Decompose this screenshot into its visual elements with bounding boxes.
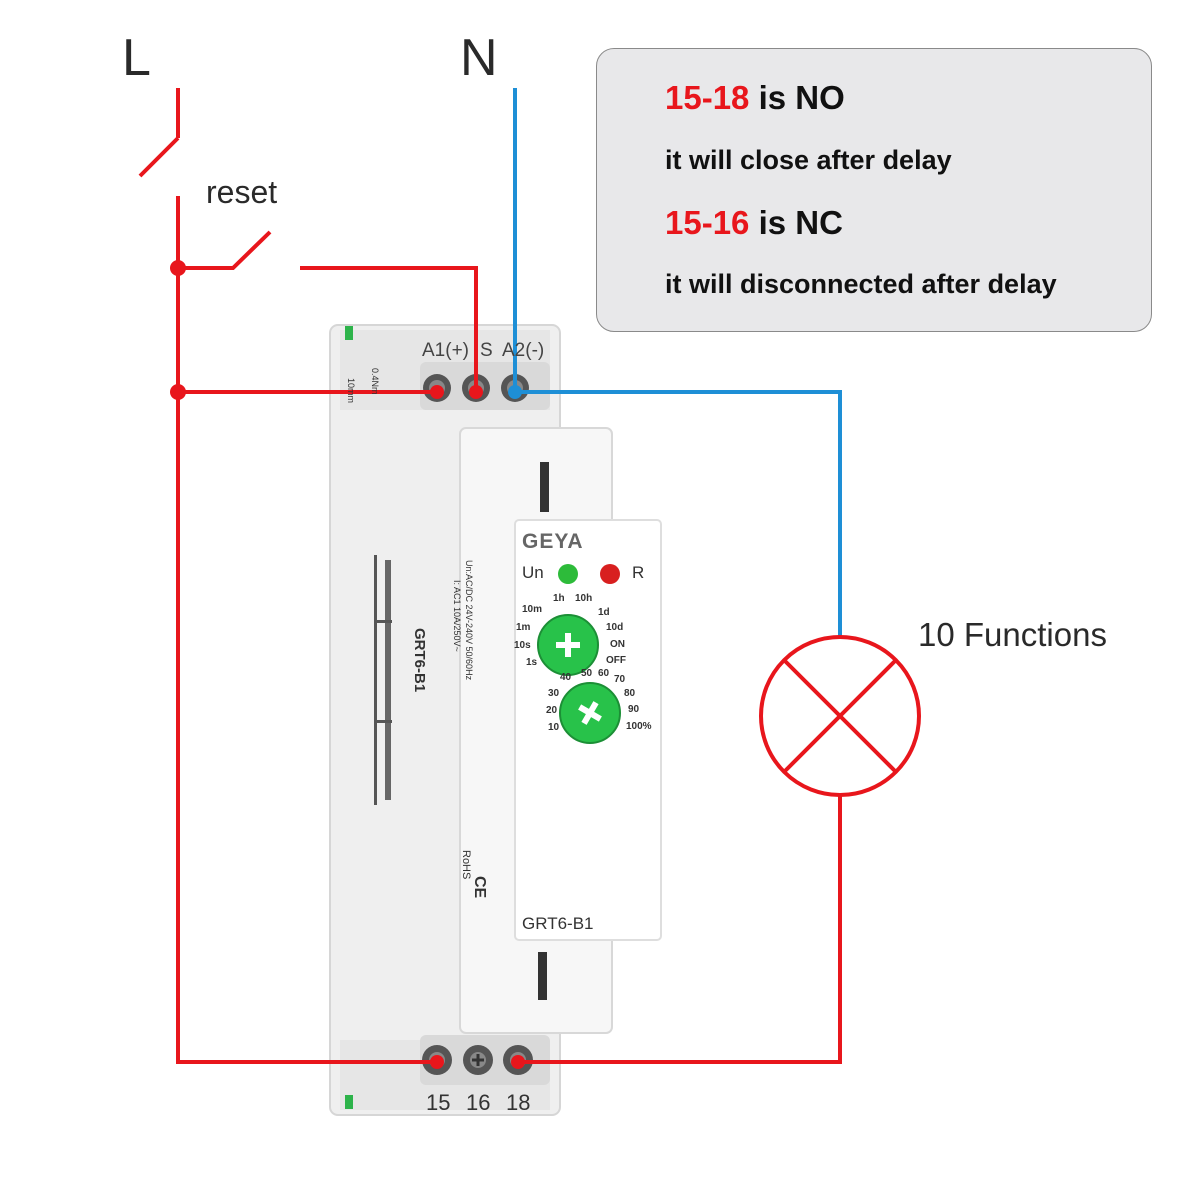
neutral-label: N — [460, 29, 498, 87]
terminal-16-label: 16 — [466, 1090, 491, 1115]
info-line-no-desc: it will close after delay — [665, 145, 952, 175]
percent-dial-40: 40 — [560, 672, 572, 683]
time-dial-10d: 10d — [606, 622, 624, 633]
no-contact-text: is NO — [749, 79, 845, 116]
time-dial-10m: 10m — [522, 604, 543, 615]
time-dial-on: ON — [610, 639, 625, 650]
percent-dial-90: 90 — [628, 704, 640, 715]
side-spec-voltage: Un:AC/DC 24V-240V 50/60Hz — [464, 560, 474, 681]
junction-dots — [170, 260, 525, 1069]
terminal-15-label: 15 — [426, 1090, 451, 1115]
percent-dial-10: 10 — [548, 722, 560, 733]
percent-dial-20: 20 — [546, 705, 558, 716]
percent-knob — [559, 682, 621, 744]
lamp-icon — [759, 635, 921, 797]
neutral-junction-dot — [508, 385, 522, 399]
front-model-label: GRT6-B1 — [522, 914, 594, 933]
un-led-label: Un — [522, 563, 544, 582]
no-contact-number: 15-18 — [665, 79, 750, 116]
rohs-mark: RoHS — [460, 850, 472, 880]
live-wire — [176, 196, 842, 1064]
brand-logo: GEYA — [522, 530, 584, 553]
percent-dial-50: 50 — [581, 668, 593, 679]
terminal-s-label: S — [480, 340, 493, 361]
line-label: L — [122, 29, 151, 87]
percent-dial-100: 100% — [626, 721, 652, 732]
info-line-no: 15-18 is NO — [665, 79, 845, 117]
percent-dial-30: 30 — [548, 688, 560, 699]
percent-dial-60: 60 — [598, 668, 610, 679]
time-dial-1m: 1m — [516, 622, 531, 633]
ce-mark: CE — [471, 876, 488, 899]
terminal-a2-label: A2(-) — [502, 340, 545, 361]
side-wire-length: 10mm — [346, 378, 356, 404]
percent-dial-80: 80 — [624, 688, 636, 699]
terminal-18-label: 18 — [506, 1090, 531, 1115]
time-dial-1s: 1s — [526, 657, 538, 668]
terminal-a1-label: A1(+) — [422, 340, 469, 361]
info-box: 15-18 is NO it will close after delay 15… — [596, 48, 1152, 332]
r-led — [600, 564, 620, 584]
neutral-wire — [513, 88, 842, 638]
time-dial-off: OFF — [606, 655, 626, 666]
percent-dial-70: 70 — [614, 674, 626, 685]
r-led-label: R — [632, 563, 645, 582]
side-spec-current: I: AC1 10A/250V~ — [452, 580, 462, 652]
time-dial-10s: 10s — [514, 640, 531, 651]
reset-label: reset — [206, 174, 278, 210]
time-dial-1d: 1d — [598, 607, 610, 618]
info-line-nc: 15-16 is NC — [665, 204, 843, 242]
terminal-16-screw — [463, 1045, 493, 1075]
nc-contact-text: is NC — [749, 204, 843, 241]
functions-label: 10 Functions — [918, 616, 1107, 653]
time-dial-1h: 1h — [553, 593, 565, 604]
time-range-knob — [537, 614, 599, 676]
main-switch — [138, 88, 180, 178]
side-torque: 0.4Nm — [370, 368, 380, 395]
info-line-nc-desc: it will disconnected after delay — [665, 269, 1057, 299]
side-model-label: GRT6-B1 — [411, 628, 428, 693]
nc-contact-number: 15-16 — [665, 204, 750, 241]
un-led — [558, 564, 578, 584]
time-dial-10h: 10h — [575, 593, 593, 604]
